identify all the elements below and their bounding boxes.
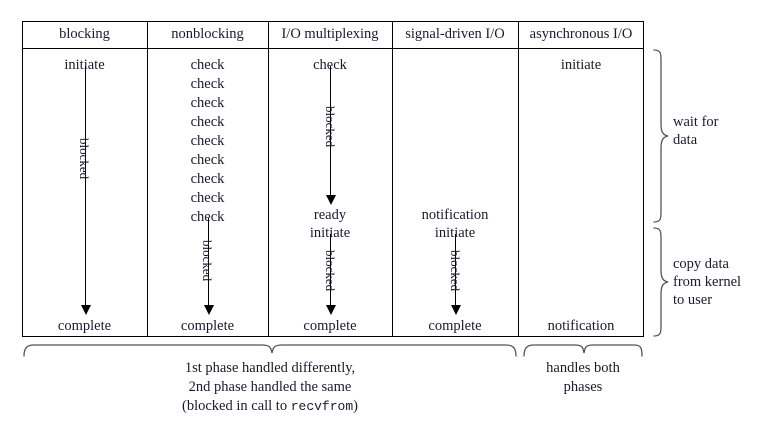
cell-complete: complete — [180, 318, 235, 334]
caption-line1: 1st phase handled differently, — [184, 360, 356, 376]
cell-check: check — [190, 209, 225, 225]
arrow-label-blocked: blocked — [447, 250, 463, 292]
column-blocking: blocking initiate blocked complete — [22, 21, 147, 337]
cell-check: check — [190, 133, 225, 149]
brace-async-model — [522, 342, 644, 358]
cell-notification: notification — [547, 318, 615, 334]
column-divider-4 — [518, 21, 519, 337]
column-divider-2 — [268, 21, 269, 337]
cell-initiate: initiate — [64, 57, 105, 73]
cell-initiate: initiate — [560, 57, 602, 73]
brace-label-line1: wait for — [673, 114, 719, 130]
caption-first-four-models: 1st phase handled differently, 2nd phase… — [22, 359, 518, 416]
cell-check: check — [190, 114, 225, 130]
column-header-asynchronous-io: asynchronous I/O — [529, 26, 633, 42]
column-divider-1 — [147, 21, 148, 337]
column-header-io-multiplexing: I/O multiplexing — [281, 26, 379, 42]
arrow-blocked — [451, 234, 462, 315]
cell-check: check — [190, 76, 225, 92]
column-header-blocking: blocking — [59, 26, 110, 42]
cell-notification: notification — [421, 207, 489, 223]
cell-check: check — [190, 152, 225, 168]
column-io-multiplexing: I/O multiplexing check blocked ready ini… — [268, 21, 392, 337]
brace-label-line2: data — [673, 132, 698, 148]
cell-check: check — [190, 57, 225, 73]
cell-complete: complete — [57, 318, 112, 334]
cell-initiate: initiate — [309, 225, 351, 241]
arrow-label-blocked: blocked — [322, 106, 338, 148]
brace-label-line3: to user — [673, 292, 713, 308]
brace-label-line2: from kernel — [673, 274, 742, 290]
brace-wait-for-data — [652, 48, 670, 224]
column-divider-3 — [392, 21, 393, 337]
caption-line3-syscall: recvfrom — [290, 399, 354, 414]
column-nonblocking: nonblocking check check check check chec… — [147, 21, 268, 337]
arrow-label-blocked: blocked — [322, 250, 338, 292]
caption-line3-prefix: (blocked in call to — [182, 398, 291, 414]
column-signal-driven-io: signal-driven I/O notification initiate … — [392, 21, 518, 337]
caption-line3: (blocked in call to recvfrom) — [22, 397, 518, 416]
caption-async-model: handles both phases — [522, 359, 644, 397]
cell-ready: ready — [313, 207, 347, 223]
cell-complete: complete — [303, 318, 357, 334]
arrow-blocked — [80, 66, 91, 315]
brace-label-line1: copy data — [673, 256, 729, 272]
arrow-blocked-phase2 — [326, 234, 337, 315]
arrow-blocked-phase1 — [326, 66, 337, 205]
caption-line2: 2nd phase handled the same — [188, 379, 352, 395]
cell-check: check — [190, 190, 225, 206]
cell-check: check — [190, 95, 225, 111]
cell-initiate: initiate — [434, 225, 476, 241]
caption-line3-suffix: ) — [353, 398, 358, 414]
io-models-table — [22, 21, 644, 337]
cell-check: check — [313, 57, 347, 73]
header-separator-rule — [22, 48, 644, 49]
arrow-label-blocked: blocked — [200, 240, 215, 282]
column-header-signal-driven-io: signal-driven I/O — [405, 26, 505, 42]
caption-line1: handles both — [546, 360, 620, 376]
brace-label-copy-data: copy data from kernel to user — [673, 255, 741, 309]
cell-check: check — [190, 171, 225, 187]
arrow-blocked — [203, 218, 214, 315]
column-header-nonblocking: nonblocking — [171, 26, 244, 42]
brace-copy-data — [652, 226, 670, 338]
brace-first-four-models — [22, 342, 518, 358]
cell-complete: complete — [428, 318, 482, 334]
column-asynchronous-io: asynchronous I/O initiate notification — [518, 21, 644, 337]
caption-line2: phases — [563, 379, 603, 395]
brace-label-wait-for-data: wait for data — [673, 113, 719, 149]
arrow-label-blocked: blocked — [77, 138, 92, 180]
